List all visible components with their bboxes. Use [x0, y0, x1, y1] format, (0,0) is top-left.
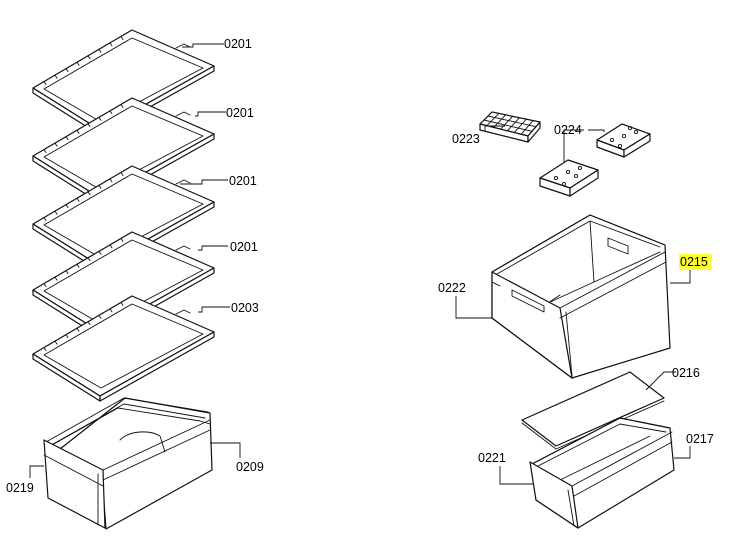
label-shelf-5: 0203	[231, 301, 259, 315]
cold-pack-1	[596, 123, 651, 158]
tray-col-line	[506, 117, 520, 132]
label-highlight	[679, 254, 712, 270]
label-left-drawer-front: 0219	[6, 481, 34, 495]
label-freezer-drawer: 0215	[680, 255, 708, 269]
cold-pack-2	[539, 159, 599, 197]
ice-tray	[479, 111, 541, 143]
shelf-stack	[32, 29, 215, 402]
label-shelf-1: 0201	[224, 37, 252, 51]
label-cold-packs: 0224	[554, 123, 582, 137]
tray-col-line	[493, 114, 507, 128]
glass-cover	[521, 371, 665, 450]
tray-col-line	[513, 118, 527, 134]
label-shelf-2: 0201	[226, 106, 254, 120]
label-freezer-drawer-front: 0222	[438, 281, 466, 295]
tray-row-line	[483, 119, 533, 132]
tray-col-line	[520, 120, 534, 135]
label-small-drawer-front: 0221	[478, 451, 506, 465]
leader-lines	[29, 43, 691, 485]
tray-row-line	[487, 115, 537, 128]
tray-col-line	[486, 112, 500, 127]
label-ice-tray: 0223	[452, 132, 480, 146]
label-small-drawer-body: 0217	[686, 432, 714, 446]
label-shelf-3: 0201	[229, 174, 257, 188]
part-labels: 0201 0201 0201 0201 0203 0209 0219 0223 …	[6, 37, 714, 495]
tray-col-line	[500, 115, 514, 130]
freezer-drawer	[491, 214, 671, 379]
label-glass-cover: 0216	[672, 366, 700, 380]
label-left-drawer-body: 0209	[236, 460, 264, 474]
shelf-5	[32, 295, 215, 402]
label-shelf-4: 0201	[230, 240, 258, 254]
small-drawer	[529, 417, 675, 529]
left-drawer	[43, 397, 213, 530]
